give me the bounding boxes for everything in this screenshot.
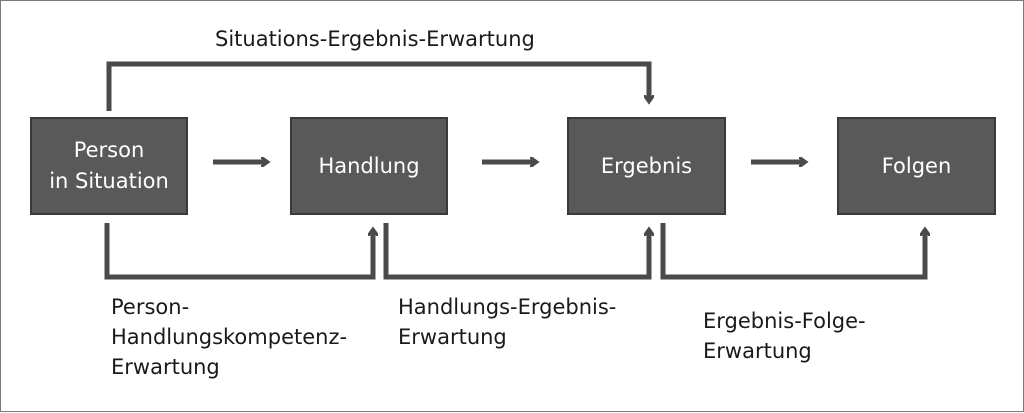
label-he-line-2: Erwartung <box>398 325 507 349</box>
node-handlung-label: Handlung <box>318 153 420 178</box>
node-person-line-1: Person <box>73 138 145 162</box>
connector-handlungs-ergebnis <box>383 223 649 280</box>
node-folgen-label: Folgen <box>881 153 952 178</box>
node-ergebnis-label: Ergebnis <box>600 153 693 178</box>
label-ergebnis-folge-erwartung: Ergebnis-Folge- Erwartung <box>703 306 866 366</box>
node-handlung: Handlung <box>290 117 448 215</box>
label-phk-line-3: Erwartung <box>111 355 220 379</box>
label-situations-ergebnis-erwartung: Situations-Ergebnis-Erwartung <box>215 27 535 51</box>
label-ef-line-2: Erwartung <box>703 339 812 363</box>
node-person-in-situation: Person in Situation <box>30 117 188 215</box>
label-phk-line-2: Handlungskompetenz- <box>111 325 348 349</box>
node-person-line-2: in Situation <box>49 169 169 193</box>
connector-person-handlung <box>104 223 373 280</box>
node-folgen: Folgen <box>837 117 996 215</box>
label-ef-line-1: Ergebnis-Folge- <box>703 309 866 333</box>
label-person-handlungskompetenz-erwartung: Person- Handlungskompetenz- Erwartung <box>111 292 347 382</box>
connector-situations-ergebnis <box>106 61 649 111</box>
node-ergebnis: Ergebnis <box>567 117 726 215</box>
label-phk-line-1: Person- <box>111 295 190 319</box>
label-handlungs-ergebnis-erwartung: Handlungs-Ergebnis- Erwartung <box>398 292 616 352</box>
connector-ergebnis-folge <box>660 223 925 280</box>
label-he-line-1: Handlungs-Ergebnis- <box>398 295 617 319</box>
